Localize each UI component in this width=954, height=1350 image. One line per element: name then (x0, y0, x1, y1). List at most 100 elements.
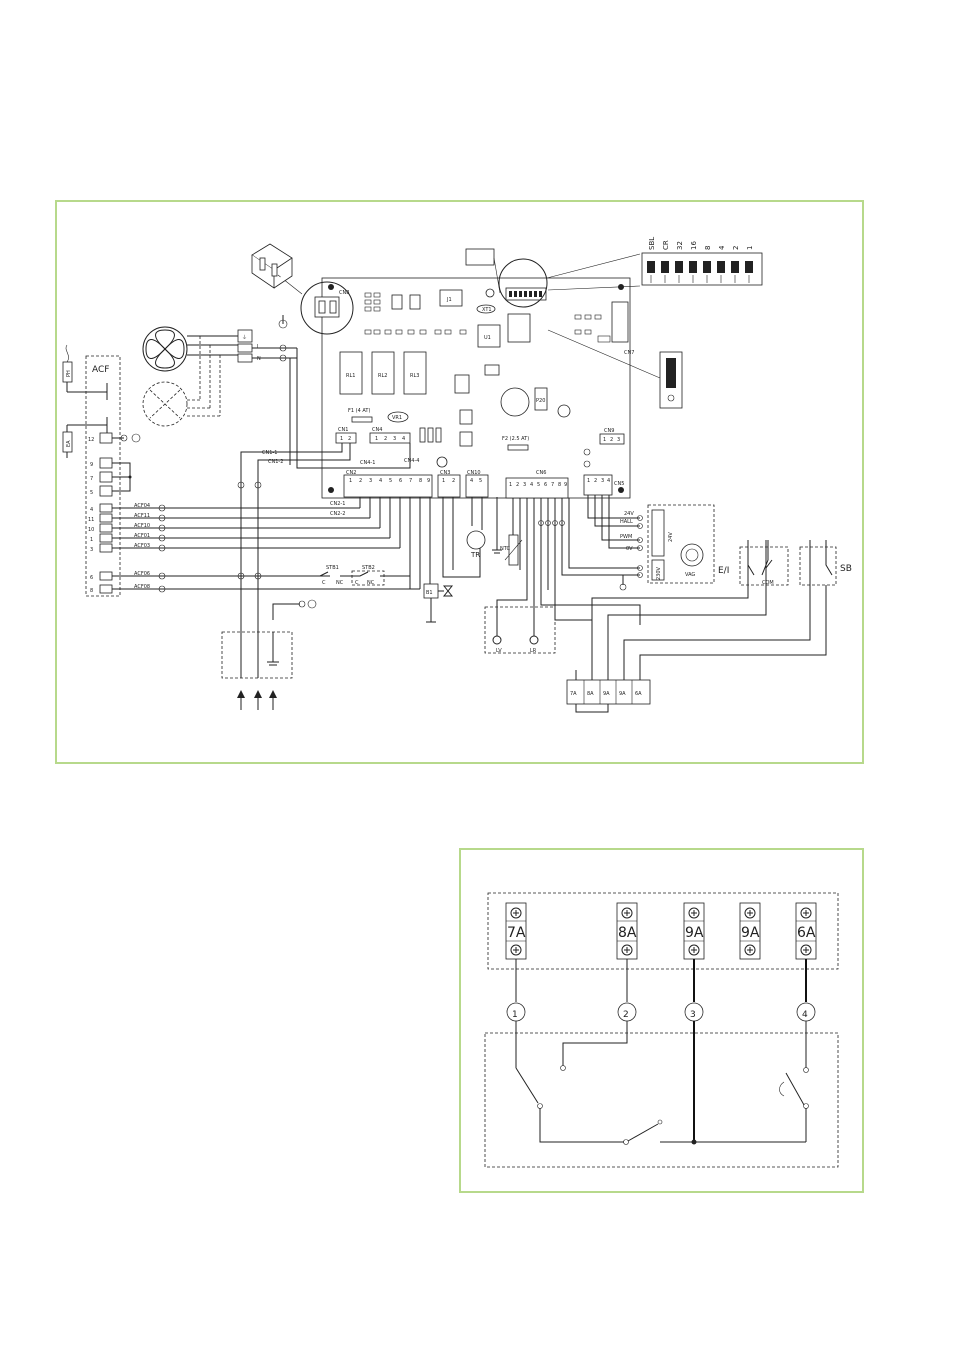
detail-terminal-7a: 7A (505, 902, 527, 960)
part-p20: P20 (536, 398, 545, 404)
svg-text:PH: PH (66, 370, 72, 377)
svg-text:4: 4 (530, 482, 533, 488)
fan-icon (142, 326, 188, 372)
part-vr1: VR1 (392, 415, 402, 421)
svg-text:2: 2 (348, 436, 351, 442)
svg-text:4: 4 (402, 436, 405, 442)
relay-rl3: RL3 (403, 351, 427, 395)
cn6-wires: NTC LV LR (484, 498, 641, 654)
svg-text:CN2-2: CN2-2 (330, 511, 345, 517)
svg-text:C: C (322, 580, 326, 586)
jumper-zoom (547, 329, 683, 409)
svg-text:EA: EA (66, 440, 72, 447)
svg-text:3: 3 (690, 1010, 696, 1020)
dip-label-16: 16 (690, 241, 698, 250)
cn1-wires: CN1-1 CN1-2 CN4-1 CN4-4 (237, 443, 419, 632)
ei-switch-title: E/I (718, 566, 729, 576)
bottom-terminal-block: 7A 8A 9A 9A 6A (566, 670, 651, 713)
svg-text:10: 10 (88, 527, 94, 533)
svg-text:CN4-1: CN4-1 (360, 460, 375, 466)
connector-cn9: CN9 1 2 3 (599, 428, 625, 445)
svg-text:12: 12 (88, 437, 94, 443)
svg-text:2: 2 (623, 1010, 629, 1020)
svg-text:1: 1 (340, 436, 343, 442)
relay-rl2: RL2 (371, 351, 395, 395)
fuse-f2: F2 (2.5 AT) (502, 436, 529, 442)
svg-text:ACF03: ACF03 (134, 543, 150, 549)
svg-text:CN10: CN10 (467, 470, 481, 476)
dip-label-1: 1 (746, 246, 754, 250)
svg-text:8: 8 (419, 478, 422, 484)
svg-text:CN1-2: CN1-2 (268, 459, 283, 465)
safety-thermostats: STB1 STB2 C NC C NC (319, 497, 421, 589)
svg-text:1: 1 (349, 478, 352, 484)
detail-terminal-strip: 7A 8A 9A (487, 892, 839, 970)
connector-cn10: CN10 4 5 (465, 470, 489, 498)
acf-wires: ACF04 ACF11 ACF10 ACF01 ACF03 ACF06 ACF0… (112, 497, 420, 593)
svg-text:1: 1 (603, 437, 606, 443)
lv-label: LV (496, 648, 502, 654)
svg-text:3: 3 (601, 478, 604, 484)
cn3-cn10-wires: TR (442, 497, 502, 578)
svg-text:CN6: CN6 (536, 470, 546, 476)
dip-label-2: 2 (732, 246, 740, 250)
svg-text:2: 2 (610, 437, 613, 443)
svg-text:CN2-1: CN2-1 (330, 501, 345, 507)
svg-text:0V: 0V (626, 546, 633, 552)
svg-text:ACF10: ACF10 (134, 523, 150, 529)
svg-text:3: 3 (90, 547, 93, 553)
dip-label-4: 4 (718, 245, 726, 250)
optional-fan-icon (142, 381, 188, 427)
svg-text:9A: 9A (741, 925, 760, 941)
svg-text:7: 7 (409, 478, 412, 484)
detail-circle-2: 2 (617, 1002, 637, 1022)
svg-text:9A: 9A (685, 925, 704, 941)
svg-text:7A: 7A (570, 691, 577, 697)
svg-text:PWM: PWM (620, 534, 632, 540)
sb-switch (623, 540, 837, 670)
dip-label-sbl: SBL (648, 237, 656, 250)
svg-text:ACF: ACF (92, 365, 109, 375)
svg-text:6: 6 (544, 482, 547, 488)
svg-text:ACF11: ACF11 (134, 513, 150, 519)
dip-label-8: 8 (704, 246, 712, 250)
svg-text:11: 11 (88, 517, 94, 523)
detail-circle-4: 4 (796, 1002, 816, 1022)
svg-text:ACF06: ACF06 (134, 571, 150, 577)
svg-text:2: 2 (452, 478, 455, 484)
dip-label-32: 32 (676, 241, 684, 250)
svg-text:STB2: STB2 (362, 565, 375, 571)
svg-text:2: 2 (359, 478, 362, 484)
svg-text:NC: NC (367, 580, 375, 586)
dip-label-cr: CR (662, 240, 670, 250)
svg-text:VAG: VAG (685, 572, 695, 578)
pcb-board: RL1 RL2 RL3 J1 U1 P20 (321, 277, 634, 499)
svg-text:RL1: RL1 (346, 373, 355, 379)
svg-text:1: 1 (90, 537, 93, 543)
svg-text:3: 3 (369, 478, 372, 484)
svg-text:1: 1 (512, 1010, 518, 1020)
svg-text:5: 5 (389, 478, 392, 484)
left-terminals: 12 9 7 5 4 11 10 1 3 6 (88, 432, 141, 594)
svg-text:24V: 24V (624, 511, 634, 517)
part-j1: J1 (446, 297, 452, 303)
detail-terminal-9a-1: 9A (683, 902, 705, 960)
detail-wires: 1 2 3 4 (484, 959, 839, 1168)
svg-text:3: 3 (617, 437, 620, 443)
svg-text:CN1: CN1 (338, 427, 348, 433)
svg-text:RL3: RL3 (410, 373, 419, 379)
svg-text:8: 8 (558, 482, 561, 488)
part-xt1: XT1 (482, 307, 492, 313)
svg-text:7: 7 (551, 482, 554, 488)
svg-text:9: 9 (427, 478, 430, 484)
svg-text:2: 2 (384, 436, 387, 442)
svg-text:8: 8 (90, 588, 93, 594)
fuse-f1: F1 (4 AT) (348, 408, 370, 414)
svg-text:7: 7 (90, 476, 93, 482)
svg-text:24V: 24V (668, 532, 674, 542)
svg-text:4: 4 (90, 507, 93, 513)
svg-text:6: 6 (90, 575, 93, 581)
connector-cn3: CN3 1 2 (437, 470, 461, 498)
svg-text:1: 1 (509, 482, 512, 488)
svg-text:3: 3 (523, 482, 526, 488)
